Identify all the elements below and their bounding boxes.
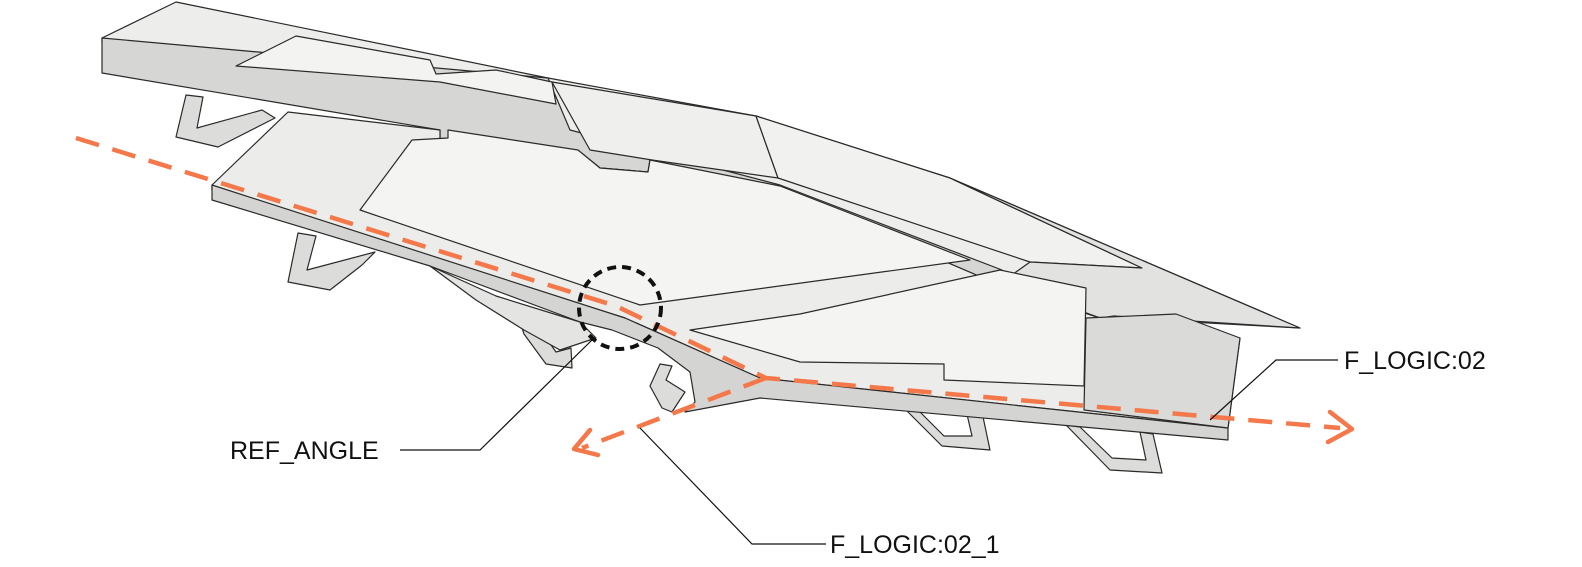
flow-arrow-branch xyxy=(581,375,767,451)
flow-arrow-branch-head xyxy=(571,427,601,458)
lower-slab-edge xyxy=(211,184,1229,441)
label-f-logic-02-1: F_LOGIC:02_1 xyxy=(830,531,1000,559)
leader-line-ref-angle xyxy=(400,339,593,451)
support-leg-4 xyxy=(649,363,686,413)
support-leg-1 xyxy=(175,94,276,148)
upper-slab-inset xyxy=(235,35,557,105)
ref-angle-marker xyxy=(577,265,663,351)
lower-slab-underside xyxy=(429,265,597,351)
flow-arrow-main-head xyxy=(1325,409,1355,445)
leader-line-f-logic-02 xyxy=(1209,359,1338,421)
support-leg-2 xyxy=(287,232,376,291)
lower-slab-cutout xyxy=(359,129,971,306)
flow-arrows xyxy=(75,135,1355,458)
flow-arrow-main xyxy=(75,135,1341,431)
leader-line-f-logic-02-1 xyxy=(639,427,826,545)
label-ref-angle: REF_ANGLE xyxy=(230,437,379,465)
lower-slab xyxy=(211,111,1241,441)
leader-lines xyxy=(400,339,1338,545)
upper-slab-panel-2 xyxy=(551,81,779,179)
lower-slab-side-face xyxy=(1083,313,1241,429)
label-f-logic-02: F_LOGIC:02 xyxy=(1344,347,1486,375)
